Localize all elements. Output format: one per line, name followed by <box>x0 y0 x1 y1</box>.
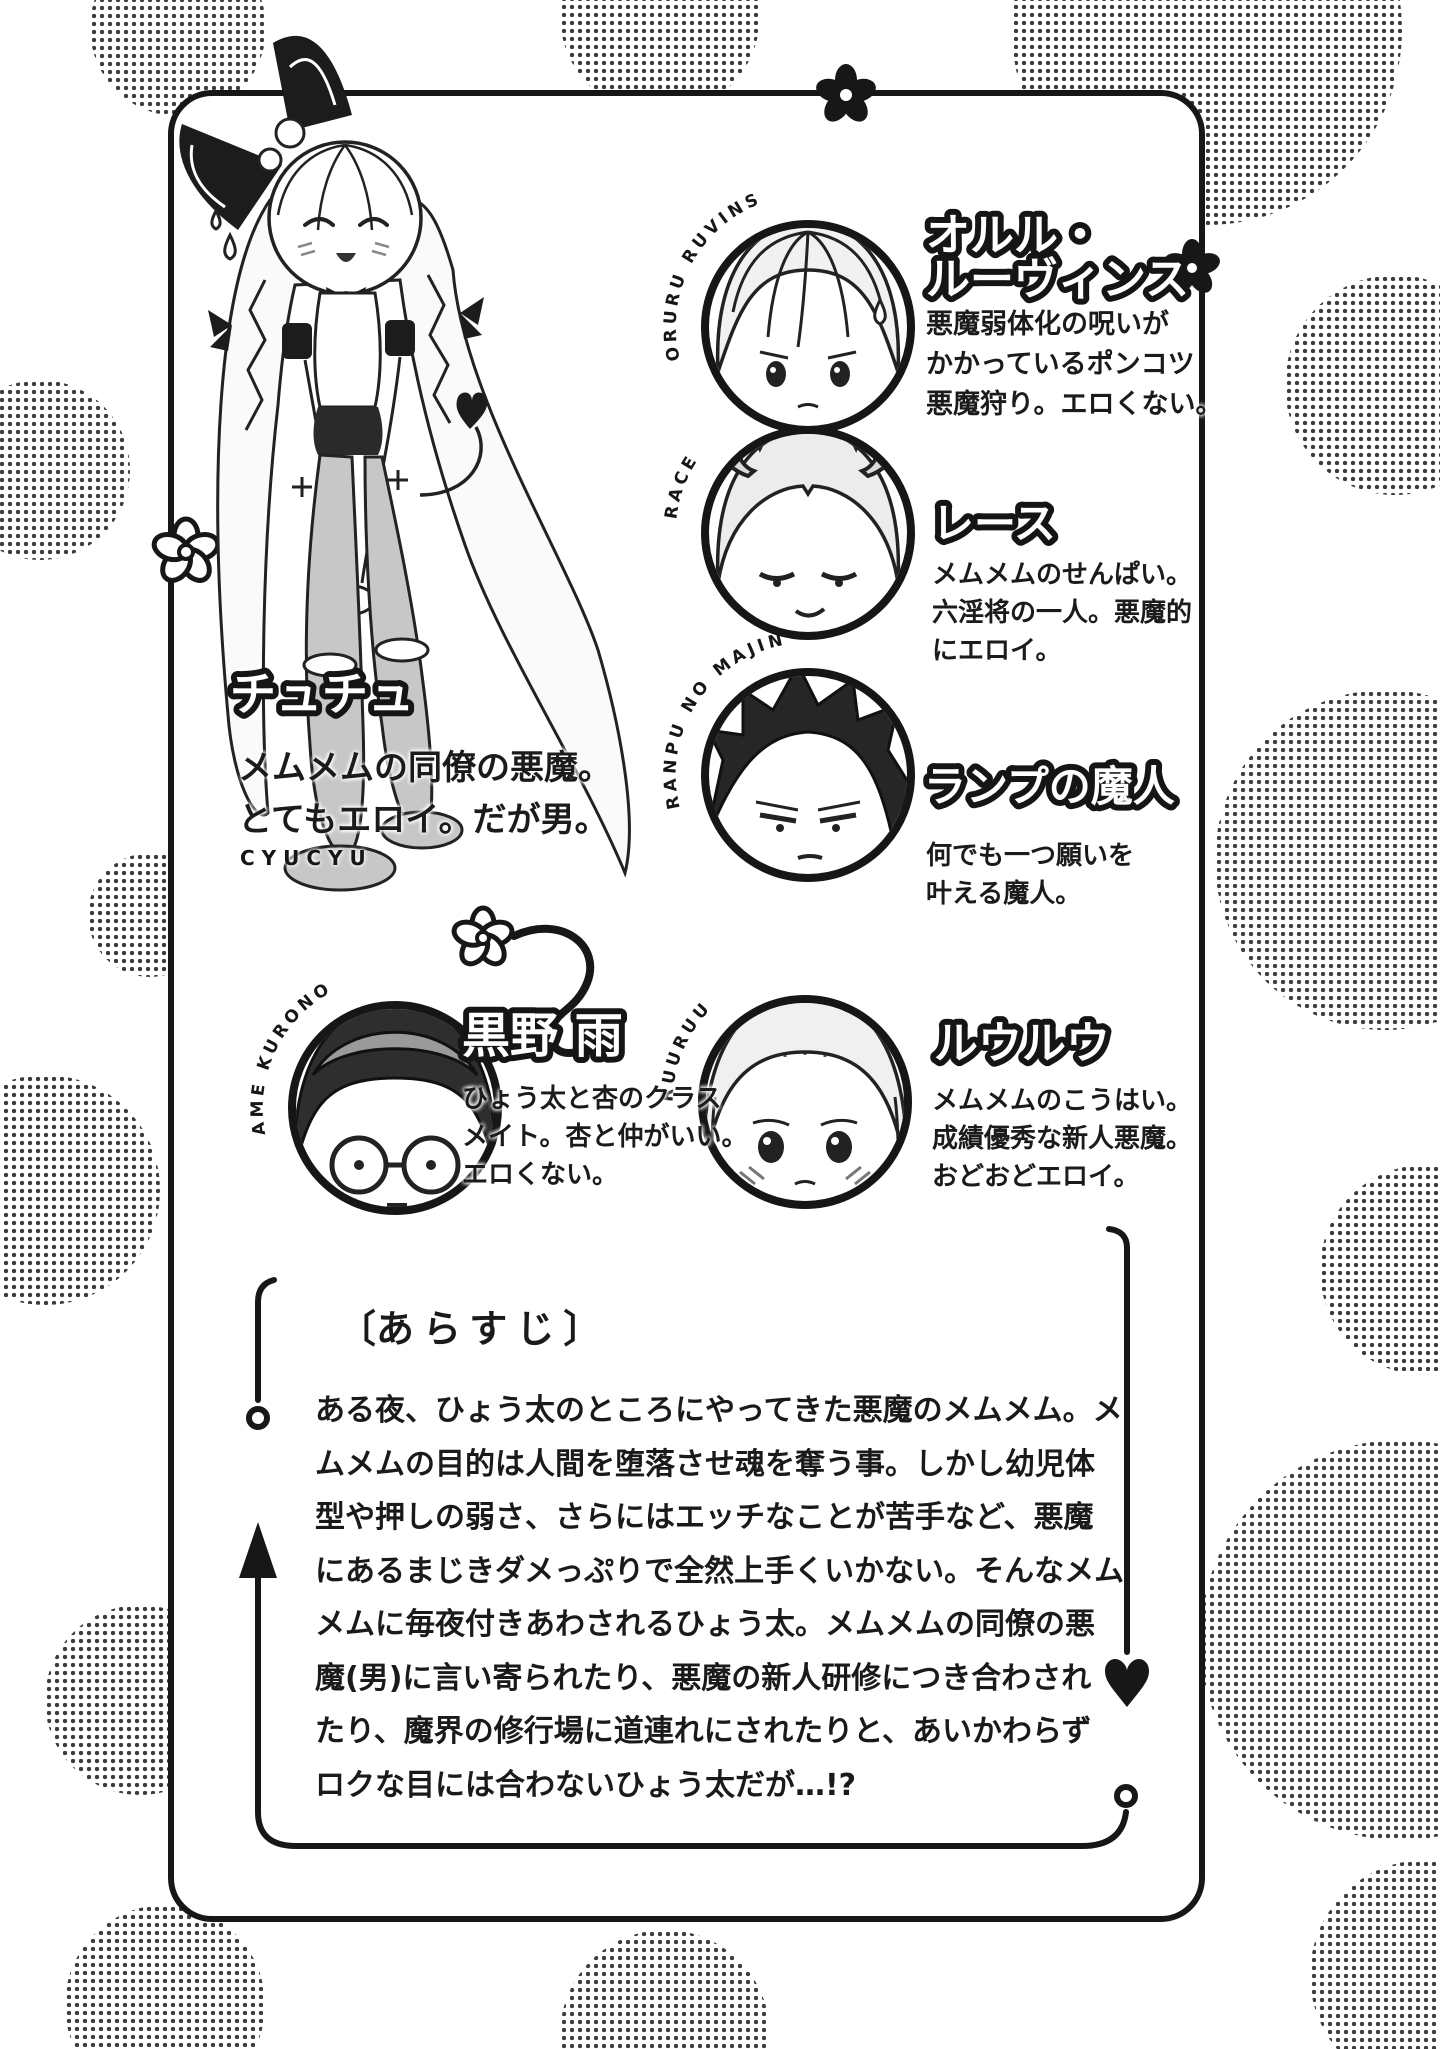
synopsis-line: メムに毎夜付きあわされるひょう太。メムメムの同僚の悪 <box>315 1607 1095 1642</box>
name-text: ルーヴィンス <box>926 254 1189 305</box>
face-placeholder <box>709 676 907 860</box>
portrait-ranpu: RANPU NO MAJIN <box>660 629 915 882</box>
flower-icon <box>151 516 221 583</box>
sparkle-icon <box>292 470 408 497</box>
squiggle-decoration <box>510 924 599 1057</box>
synopsis-title: 〔あらすじ〕 <box>338 1298 601 1353</box>
arc-label: RACE <box>661 450 703 520</box>
character-head <box>210 140 423 296</box>
chuchu-romaji: CYUCYU <box>240 846 373 870</box>
ranpu-description: 何でも一つ願いを 叶える魔人。 <box>926 837 1134 913</box>
character-body <box>282 287 415 616</box>
synopsis-body: ある夜、ひょう太のところにやってきた悪魔のメムメム。メ ムメムの目的は人間を堕落… <box>315 1384 1124 1812</box>
main-character-illustration <box>179 35 631 892</box>
face-placeholder <box>296 1009 494 1207</box>
kurono-description: ひょう太と杏のクラス メイト。杏と仲がいい。 エロくない。 <box>462 1080 747 1194</box>
chuchu-description: メムメムの同僚の悪魔。 とてもエロイ。だが男。 <box>238 742 612 846</box>
description-line: 六淫将の一人。悪魔的 <box>932 598 1193 628</box>
name-text: 黒野 雨 <box>462 1008 623 1064</box>
heart-arrow-icon <box>1105 1659 1149 1707</box>
name-text: レース <box>932 499 1056 548</box>
flower-icon <box>1164 239 1220 293</box>
flower-icon <box>816 64 876 122</box>
name-ruuruu: ルウルウ <box>928 1012 1116 1075</box>
name-text: ランプの魔人 <box>924 762 1175 811</box>
cat-ear-hood <box>179 35 352 230</box>
name-text: チュチュ <box>230 667 414 721</box>
braids-and-bows <box>208 274 484 431</box>
synopsis-line: ムメムの目的は人間を堕落させ魂を奪う事。しかし幼児体 <box>315 1446 1095 1482</box>
ruuruu-description: メムメムのこうはい。 成績優秀な新人悪魔。 おどおどエロイ。 <box>932 1082 1192 1196</box>
synopsis-line: ある夜、ひょう太のところにやってきた悪魔のメムメム。メ <box>315 1393 1123 1428</box>
synopsis-frame <box>246 1226 1138 1849</box>
portrait-kurono: AME KURONO <box>248 978 502 1215</box>
name-oruru-line1: オルル・ <box>920 204 1108 267</box>
hair-back <box>216 198 631 878</box>
name-kurono: 黒野 雨 <box>456 1002 629 1070</box>
description-line: メムメムの同僚の悪魔。 <box>238 748 612 788</box>
arrow-up-icon <box>239 1522 277 1578</box>
name-text: ルウルウ <box>934 1018 1110 1069</box>
portrait-race: RACE <box>661 426 915 640</box>
demon-tail <box>419 392 488 497</box>
description-line: メムメムのこうはい。 <box>932 1086 1193 1116</box>
name-text: オルル・ <box>926 210 1102 261</box>
race-description: メムメムのせんぱい。 六淫将の一人。悪魔的 にエロイ。 <box>932 556 1192 670</box>
portrait-oruru: ORURU RUVINS <box>661 189 915 434</box>
description-line: とてもエロイ。だが男。 <box>238 800 609 840</box>
character-legs <box>283 453 464 892</box>
synopsis-line: 型や押しの弱さ、さらにはエッチなことが苦手など、悪魔 <box>315 1500 1094 1535</box>
description-line: メイト。杏と仲がいい。 <box>462 1122 748 1152</box>
description-line: メムメムのせんぱい。 <box>932 560 1193 590</box>
description-line: かかっているポンコツ <box>926 349 1195 380</box>
synopsis-line: 魔(男)に言い寄られたり、悪魔の新人研修につき合わされ <box>315 1660 1092 1696</box>
synopsis-line: ロクな目には合わないひょう太だが…!? <box>315 1767 857 1803</box>
synopsis-title-text: あらすじ <box>376 1307 564 1351</box>
description-line: エロくない。 <box>462 1160 619 1190</box>
description-line: にエロイ。 <box>932 636 1062 666</box>
description-line: ひょう太と杏のクラス <box>462 1084 722 1114</box>
synopsis-line: たり、魔界の修行場に道連れにされたりと、あいかわらず <box>315 1714 1092 1749</box>
description-line: 悪魔狩り。エロくない。 <box>926 389 1223 420</box>
description-line: 悪魔弱体化の呪いが <box>926 309 1169 340</box>
synopsis-line: にあるまじきダメっぷりで全然上手くいかない。そんなメム <box>315 1553 1125 1589</box>
name-chuchu: チュチュ <box>224 661 420 727</box>
oruru-description: 悪魔弱体化の呪いが かかっているポンコツ 悪魔狩り。エロくない。 <box>926 305 1222 425</box>
face-placeholder <box>715 228 901 409</box>
description-line: 何でも一つ願いを <box>926 841 1135 871</box>
name-ranpu: ランプの魔人 <box>918 756 1181 817</box>
portrait-ruuruu: RUURUU <box>658 995 912 1209</box>
name-race: レース <box>926 493 1062 554</box>
flower-icon <box>451 905 515 967</box>
face-placeholder <box>706 1003 904 1201</box>
bracket-open: 〔 <box>338 1307 377 1351</box>
description-line: おどおどエロイ。 <box>932 1162 1140 1192</box>
bracket-close: 〕 <box>563 1307 602 1351</box>
description-line: 叶える魔人。 <box>926 879 1082 909</box>
name-oruru-line2: ルーヴィンス <box>920 248 1195 311</box>
description-line: 成績優秀な新人悪魔。 <box>932 1124 1193 1154</box>
